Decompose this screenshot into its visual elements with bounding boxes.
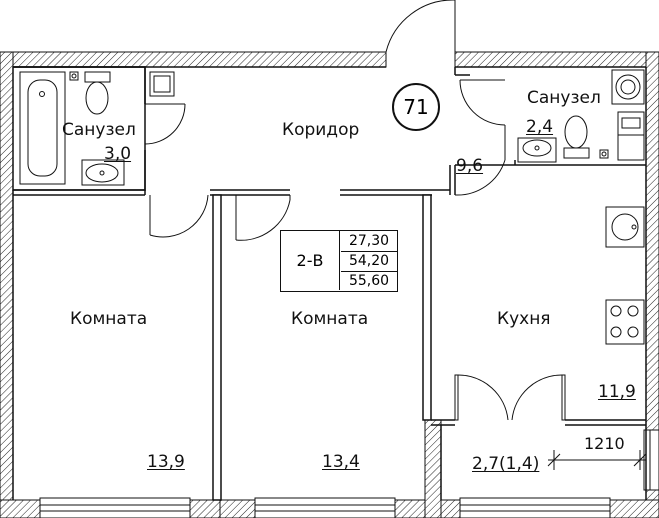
- apartment-number: 71: [403, 95, 429, 119]
- corridor-name: Коридор: [282, 120, 360, 140]
- kitchen-name: Кухня: [497, 309, 551, 329]
- bathroom-right-area: 2,4: [526, 117, 554, 137]
- boiler-right: [617, 111, 645, 161]
- kitchen-area: 11,9: [598, 382, 636, 402]
- total-area: 54,20: [341, 251, 397, 272]
- toilet-right: [563, 115, 609, 159]
- total-area-with-balcony: 55,60: [348, 273, 390, 289]
- bathroom-left-name: Санузел: [62, 120, 136, 140]
- room-middle-area: 13,4: [322, 452, 360, 472]
- washing-machine-left: [149, 71, 175, 97]
- room-middle-name: Комната: [291, 309, 369, 329]
- apartment-info-box: 2-В 27,30 54,20 55,60: [280, 230, 398, 292]
- corridor-area: 9,6: [456, 156, 484, 176]
- balcony-dimension: 1210: [584, 434, 625, 453]
- sink-right: [517, 137, 557, 163]
- stove: [605, 299, 645, 345]
- sink-left: [81, 159, 125, 186]
- bathroom-left-area: 3,0: [104, 144, 132, 164]
- living-area: 27,30: [341, 231, 397, 252]
- washing-machine-right: [611, 69, 645, 105]
- dimension-line: [547, 450, 647, 470]
- doors: [144, 0, 566, 421]
- toilet-left: [69, 71, 111, 115]
- balcony-area: 2,7(1,4): [472, 454, 540, 474]
- interior-walls: [12, 66, 647, 501]
- kitchen-sink: [605, 206, 645, 248]
- windows: [39, 429, 659, 518]
- apartment-type: 2-В: [281, 231, 340, 290]
- apartment-number-badge: 71: [392, 83, 440, 131]
- room-left-name: Комната: [70, 309, 148, 329]
- room-left-area: 13,9: [147, 452, 185, 472]
- bathtub-left: [19, 71, 66, 185]
- bathroom-right-name: Санузел: [527, 88, 601, 108]
